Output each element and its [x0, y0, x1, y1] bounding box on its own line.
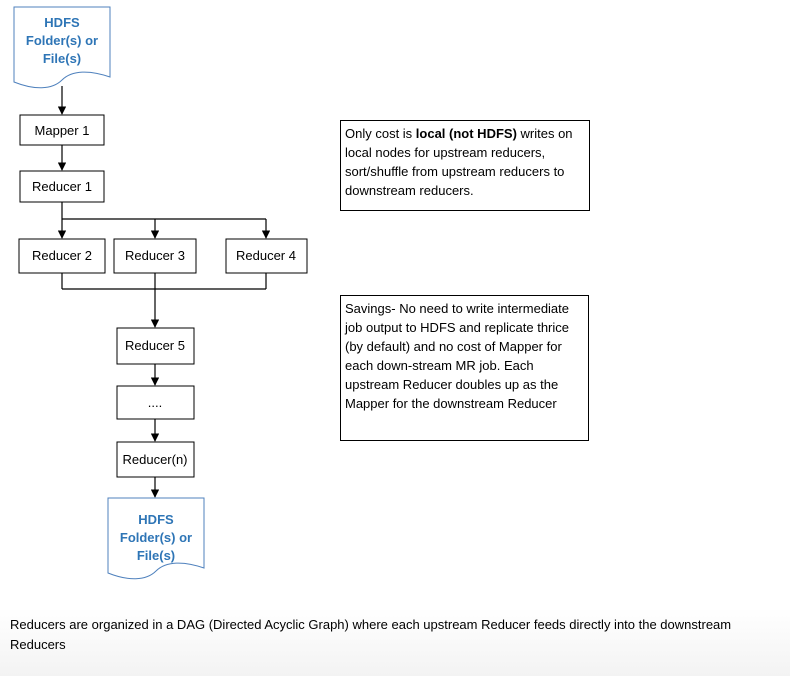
node-reducer1: Reducer 1	[19, 170, 105, 203]
source-hdfs-document: HDFS Folder(s) or File(s)	[13, 6, 111, 89]
svg-text:....: ....	[148, 395, 162, 410]
svg-text:Reducer 4: Reducer 4	[236, 248, 296, 263]
source-line-2: Folder(s) or	[26, 33, 98, 48]
savings-note-text: Savings- No need to write intermediate j…	[345, 301, 570, 411]
node-reducer5: Reducer 5	[116, 327, 195, 365]
node-reducer4: Reducer 4	[225, 238, 308, 274]
dag-flow-diagram: HDFS Folder(s) or File(s) Mapper 1 Reduc…	[13, 6, 308, 580]
connectors	[57, 86, 271, 498]
source-line-1: HDFS	[44, 15, 80, 30]
node-reducer2: Reducer 2	[18, 238, 106, 274]
node-reducern: Reducer(n)	[116, 441, 195, 478]
svg-text:Mapper 1: Mapper 1	[35, 123, 90, 138]
node-ellipsis: ....	[116, 385, 195, 420]
cost-note-prefix: Only cost is	[345, 126, 416, 141]
target-line-1: HDFS	[138, 512, 174, 527]
target-line-2: Folder(s) or	[120, 530, 192, 545]
svg-text:Reducer 3: Reducer 3	[125, 248, 185, 263]
node-reducer3: Reducer 3	[113, 238, 197, 274]
cost-note-suffix: writes on local nodes for upstream reduc…	[345, 126, 573, 198]
caption-text: Reducers are organized in a DAG (Directe…	[10, 617, 732, 652]
svg-text:Reducer 5: Reducer 5	[125, 338, 185, 353]
savings-note: Savings- No need to write intermediate j…	[340, 295, 589, 441]
svg-text:Reducer 1: Reducer 1	[32, 179, 92, 194]
node-mapper1: Mapper 1	[19, 114, 105, 146]
cost-note: Only cost is local (not HDFS) writes on …	[340, 120, 590, 211]
caption: Reducers are organized in a DAG (Directe…	[0, 608, 790, 676]
target-hdfs-document: HDFS Folder(s) or File(s)	[107, 497, 205, 580]
cost-note-bold: local (not HDFS)	[415, 126, 517, 141]
source-line-3: File(s)	[43, 51, 81, 66]
target-line-3: File(s)	[137, 548, 175, 563]
svg-text:Reducer 2: Reducer 2	[32, 248, 92, 263]
svg-text:Reducer(n): Reducer(n)	[122, 452, 187, 467]
